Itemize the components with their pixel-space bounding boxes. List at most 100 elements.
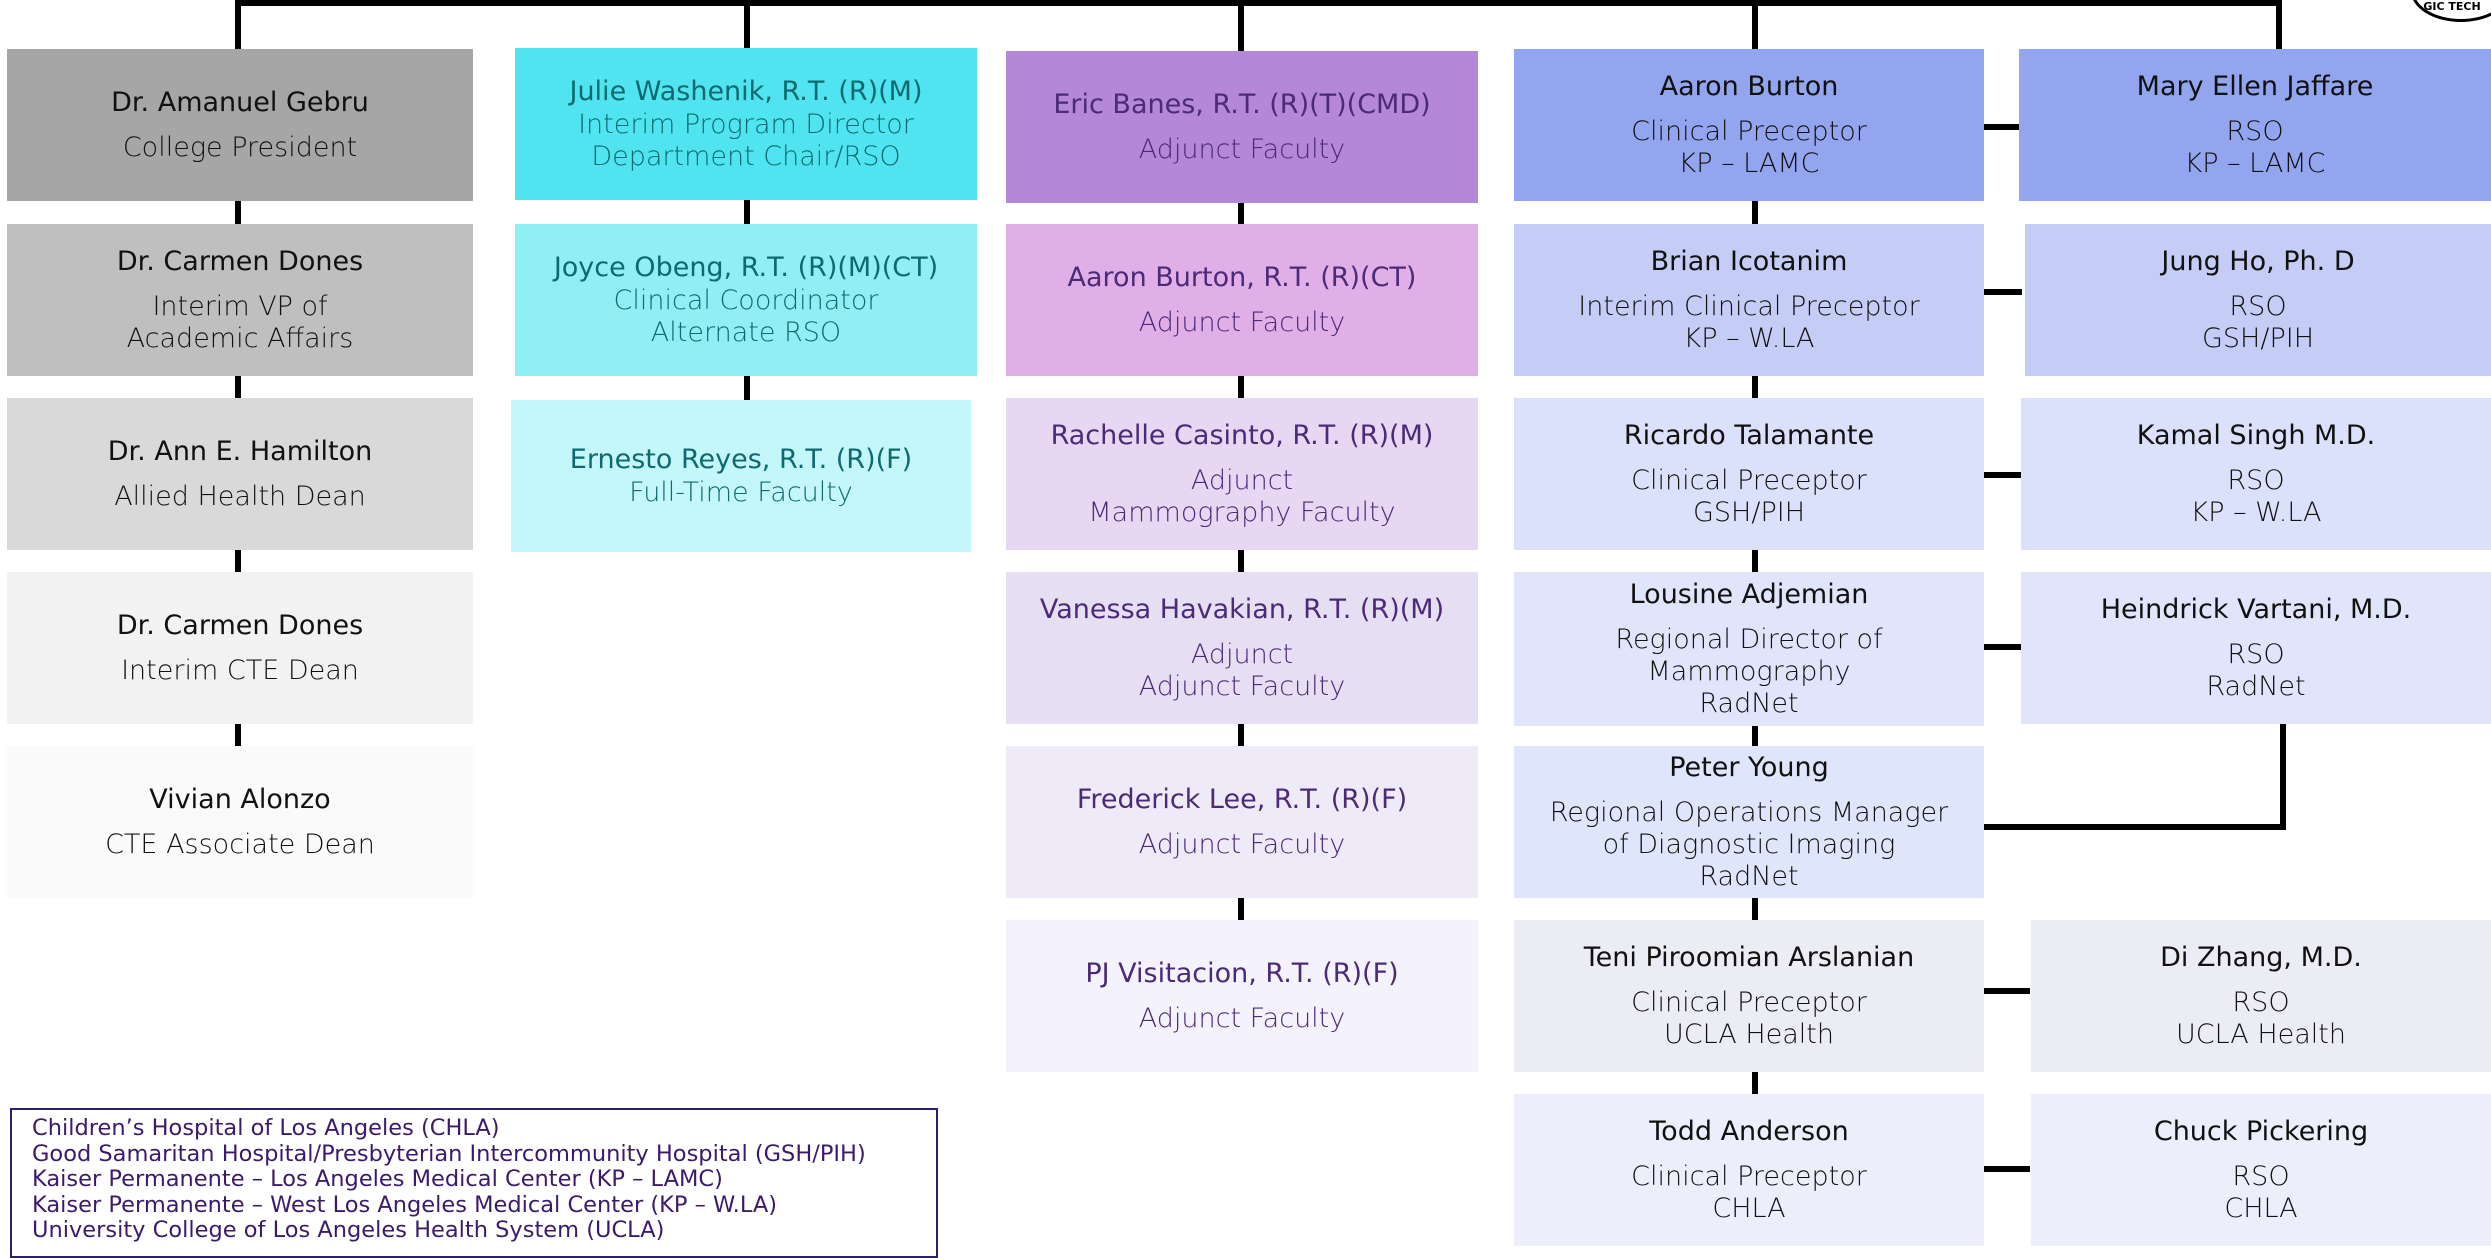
person-role-line: Adjunct Faculty (1138, 134, 1346, 165)
person-name: Lousine Adjemian (1629, 579, 1869, 610)
person-name: Di Zhang, M.D. (2160, 942, 2362, 973)
person-name: Heindrick Vartani, M.D. (2100, 594, 2412, 625)
person-box-joyce-obeng-r-t-r-m-ct: Joyce Obeng, R.T. (R)(M)(CT)Clinical Coo… (515, 224, 977, 376)
person-role-line: CHLA (1712, 1193, 1786, 1224)
person-role-line: Interim Program Director (578, 109, 914, 140)
col1-trunk-line (235, 0, 241, 760)
person-name: Aaron Burton (1659, 71, 1839, 102)
person-name: Mary Ellen Jaffare (2136, 71, 2374, 102)
person-name: Ricardo Talamante (1623, 420, 1875, 451)
person-role-line: of Diagnostic Imaging (1602, 829, 1896, 860)
person-role-line: Adjunct Faculty (1138, 307, 1346, 338)
person-role-line: RSO (2226, 116, 2284, 147)
legend-item: Kaiser Permanente – Los Angeles Medical … (32, 1166, 723, 1192)
person-name: Aaron Burton, R.T. (R)(CT) (1067, 262, 1417, 293)
person-role-line: College President (122, 132, 358, 163)
person-role-line: Clinical Preceptor (1631, 116, 1867, 147)
person-box-pj-visitacion-r-t-r-f: PJ Visitacion, R.T. (R)(F)Adjunct Facult… (1006, 920, 1478, 1072)
person-role-line: RSO (2232, 987, 2290, 1018)
person-role-line: Academic Affairs (126, 323, 354, 354)
person-role-line: Regional Operations Manager (1549, 797, 1949, 828)
person-role-line: Adjunct Faculty (1138, 829, 1346, 860)
link-ucla-line (1982, 988, 2030, 994)
person-role-line: Clinical Coordinator (613, 285, 879, 316)
person-role-line: RSO (2229, 291, 2287, 322)
person-role-line: RadNet (2206, 671, 2306, 702)
person-name: Jung Ho, Ph. D (2161, 246, 2355, 277)
person-name: Joyce Obeng, R.T. (R)(M)(CT) (553, 252, 939, 283)
col5-top-line (2276, 0, 2282, 50)
col4-trunk-line (1752, 0, 1758, 1130)
person-name: Todd Anderson (1649, 1116, 1849, 1147)
person-role-line: RSO (2227, 639, 2285, 670)
link-gsh-line (1982, 472, 2022, 478)
person-role-line: RSO (2227, 465, 2285, 496)
person-box-julie-washenik-r-t-r-m: Julie Washenik, R.T. (R)(M)Interim Progr… (515, 48, 977, 200)
person-name: Vivian Alonzo (149, 784, 331, 815)
person-box-frederick-lee-r-t-r-f: Frederick Lee, R.T. (R)(F) Adjunct Facult… (1006, 746, 1478, 898)
person-role-line: CTE Associate Dean (105, 829, 375, 860)
legend-item: Children’s Hospital of Los Angeles (CHLA… (32, 1115, 500, 1141)
person-role-line: Interim VP of (152, 291, 328, 322)
radnet-down-line (2280, 720, 2286, 830)
person-name: Rachelle Casinto, R.T. (R)(M) (1050, 420, 1434, 451)
person-role-line: Interim Clinical Preceptor (1578, 291, 1920, 322)
person-role-line: Adjunct (1190, 639, 1294, 670)
person-name: Kamal Singh M.D. (2136, 420, 2376, 451)
person-name: Dr. Amanuel Gebru (111, 87, 369, 118)
person-name: Eric Banes, R.T. (R)(T)(CMD) (1053, 89, 1431, 120)
abbreviation-legend: Children’s Hospital of Los Angeles (CHLA… (10, 1108, 938, 1258)
person-role-line: Mammography (1647, 656, 1851, 687)
person-role-line: KP – W.LA (2190, 497, 2322, 528)
col2-trunk-line (744, 0, 750, 400)
person-role-line: GSH/PIH (1692, 497, 1805, 528)
person-role-line: RadNet (1699, 861, 1799, 892)
person-role-line: RSO (2232, 1161, 2290, 1192)
person-name: Frederick Lee, R.T. (R)(F) (1076, 784, 1408, 815)
person-role-line: Adjunct (1190, 465, 1294, 496)
person-name: Vanessa Havakian, R.T. (R)(M) (1039, 594, 1445, 625)
person-role-line: KP – LAMC (1678, 148, 1820, 179)
person-role-line: Alternate RSO (650, 317, 842, 348)
person-role-line: Full-Time Faculty (629, 477, 853, 508)
person-role-line: Interim CTE Dean (121, 655, 359, 686)
link-chla-line (1982, 1166, 2030, 1172)
person-role-line: CHLA (2224, 1193, 2298, 1224)
link-lamc-line (1982, 124, 2022, 130)
person-role-line: Clinical Preceptor (1631, 987, 1867, 1018)
person-role-line: Department Chair/RSO (591, 141, 901, 172)
person-box-eric-banes-r-t-r-t-cmd: Eric Banes, R.T. (R)(T)(CMD) Adjunct Facu… (1006, 51, 1478, 203)
person-role-line: Adjunct Faculty (1138, 1003, 1346, 1034)
person-name: Brian Icotanim (1650, 246, 1848, 277)
link-wla-line (1982, 289, 2022, 295)
person-box-ernesto-reyes-r-t-r-f: Ernesto Reyes, R.T. (R)(F)Full-Time Facu… (511, 400, 971, 552)
legend-item: Kaiser Permanente – West Los Angeles Med… (32, 1191, 778, 1218)
person-role-line: Clinical Preceptor (1631, 465, 1867, 496)
person-role-line: RadNet (1699, 688, 1799, 719)
legend-item: University College of Los Angeles Health… (32, 1217, 665, 1243)
person-name: Dr. Ann E. Hamilton (107, 436, 373, 467)
person-name: Dr. Carmen Dones (116, 610, 364, 641)
person-role-line: Mammography Faculty (1088, 497, 1396, 528)
person-role-line: Adjunct Faculty (1138, 671, 1346, 702)
link-radnet-line (1982, 644, 2022, 650)
person-role-line: UCLA Health (2176, 1019, 2346, 1050)
person-name: Chuck Pickering (2153, 1116, 2369, 1147)
person-role-line: GSH/PIH (2201, 323, 2314, 354)
person-role-line: Clinical Preceptor (1631, 1161, 1867, 1192)
